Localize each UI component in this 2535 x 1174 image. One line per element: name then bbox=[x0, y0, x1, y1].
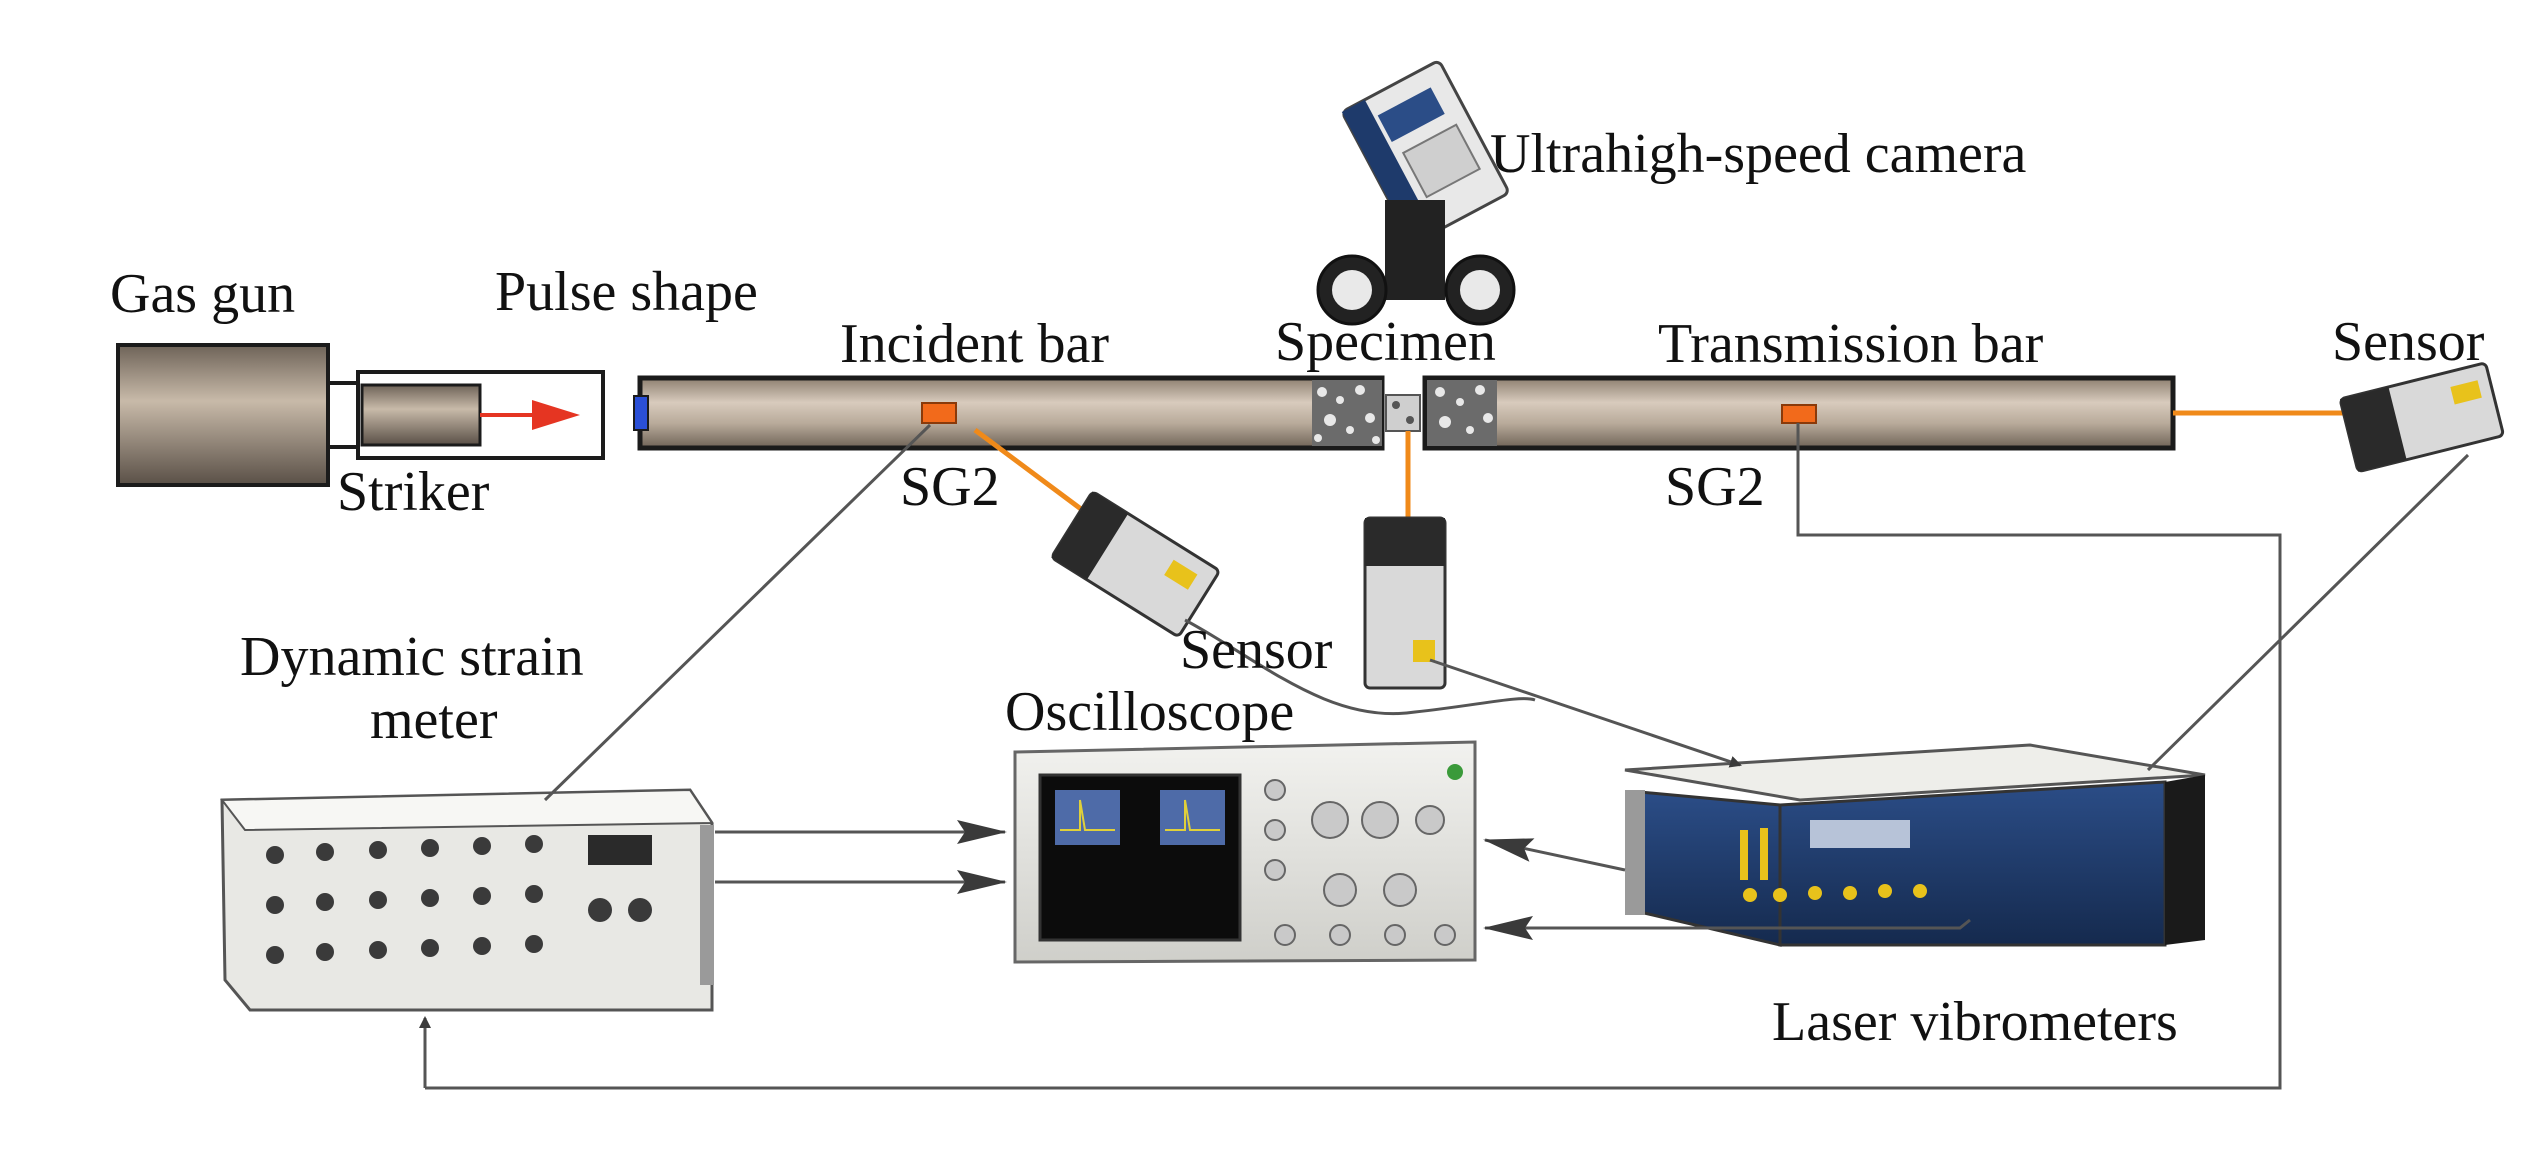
label-transmission-bar: Transmission bar bbox=[1658, 313, 2044, 375]
label-sensor-right: Sensor bbox=[2332, 311, 2485, 373]
incident-bar bbox=[633, 375, 1385, 451]
dynamic-strain-meter bbox=[220, 788, 714, 1012]
label-gas-gun: Gas gun bbox=[110, 263, 295, 325]
arrow-vibrometers-to-oscilloscope-2 bbox=[1483, 916, 1971, 940]
label-striker: Striker bbox=[337, 461, 490, 523]
striker bbox=[356, 370, 605, 460]
laser-vibrometers-device bbox=[1624, 743, 2206, 947]
sensor-incident-device bbox=[1051, 491, 1220, 637]
sensor-specimen-device bbox=[1363, 516, 1447, 690]
wire-incident-sensor-cable bbox=[1184, 618, 1536, 716]
strain-gauge-incident bbox=[921, 402, 957, 424]
connection-wires bbox=[425, 423, 2470, 1090]
wire-right-sensor-to-vibrometers bbox=[2146, 453, 2470, 772]
label-dynamic-strain-line2: meter bbox=[370, 689, 498, 751]
label-ultrahigh-speed-camera: Ultrahigh-speed camera bbox=[1490, 123, 2027, 185]
ultrahigh-speed-camera bbox=[1316, 60, 1516, 326]
strain-gauge-transmission bbox=[1781, 404, 1817, 424]
gas-gun bbox=[116, 343, 360, 487]
label-oscilloscope: Oscilloscope bbox=[1005, 681, 1294, 743]
label-sg2-transmission: SG2 bbox=[1665, 456, 1765, 518]
wire-incident-gauge-to-strain-meter bbox=[543, 423, 932, 802]
specimen bbox=[1385, 394, 1421, 432]
label-incident-bar: Incident bar bbox=[840, 313, 1109, 375]
sensor-right-device bbox=[2339, 362, 2505, 473]
label-dynamic-strain-line1: Dynamic strain bbox=[240, 626, 584, 688]
wire-specimen-sensor-to-vibrometers bbox=[1429, 658, 1742, 768]
arrow-vibrometers-to-oscilloscope-1 bbox=[1483, 838, 1626, 872]
label-laser-vibrometers: Laser vibrometers bbox=[1772, 991, 2178, 1053]
label-pulse-shape: Pulse shape bbox=[495, 261, 758, 323]
label-sg2-incident: SG2 bbox=[900, 456, 1000, 518]
striker-direction-arrow bbox=[532, 400, 580, 430]
label-specimen: Specimen bbox=[1275, 311, 1496, 373]
oscilloscope bbox=[1013, 740, 1477, 964]
label-sensor-middle: Sensor bbox=[1180, 619, 1333, 681]
wire-transmission-gauge-to-strain-meter bbox=[425, 423, 2282, 1090]
laser-beam-incident bbox=[973, 427, 1087, 515]
